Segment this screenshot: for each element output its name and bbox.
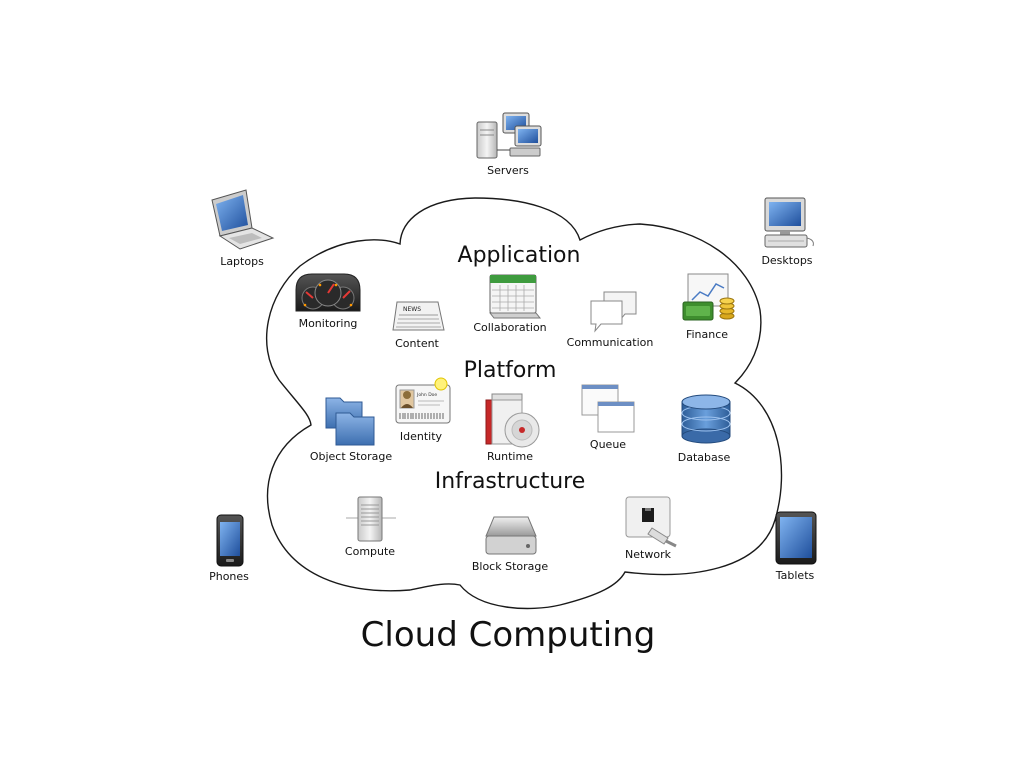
network-port-icon [625,496,677,548]
finance-label: Finance [686,328,728,341]
laptops-label: Laptops [220,255,264,268]
phones-label: Phones [209,570,249,583]
compute-server-icon [346,496,396,542]
object-storage-folder-icon [325,397,375,446]
collaboration-calendar-icon [488,274,542,319]
phone-icon [216,514,244,567]
desktops-label: Desktops [761,254,812,267]
queue-windows-icon [581,384,635,433]
infrastructure-layer-heading: Infrastructure [435,469,586,494]
content-newspaper-icon: NEWS [392,301,445,331]
platform-layer-heading: Platform [464,358,557,383]
identity-card-icon: John Doe [395,377,451,424]
diagram-title: Cloud Computing [361,615,656,655]
database-label: Database [678,451,731,464]
network-label: Network [625,548,672,561]
tablet-icon [775,511,817,565]
queue-label: Queue [590,438,626,451]
application-layer-heading: Application [458,243,581,268]
communication-bubbles-icon [590,291,637,333]
block-storage-label: Block Storage [472,560,549,573]
identity-card-name: John Doe [416,392,437,398]
laptop-icon [211,189,275,250]
servers-icon [476,112,542,159]
tablets-label: Tablets [775,569,815,582]
identity-label: Identity [400,430,443,443]
monitoring-label: Monitoring [299,317,358,330]
runtime-label: Runtime [487,450,533,463]
newspaper-masthead: NEWS [403,306,421,313]
runtime-icon [485,393,540,448]
collaboration-label: Collaboration [473,321,546,334]
finance-money-icon [682,273,735,321]
database-cylinder-icon [681,394,731,444]
desktop-icon [764,197,814,248]
object-storage-label: Object Storage [310,450,393,463]
monitoring-gauge-icon [295,273,361,312]
servers-label: Servers [487,164,529,177]
compute-label: Compute [345,545,395,558]
block-storage-drive-icon [485,516,537,555]
content-label: Content [395,337,439,350]
communication-label: Communication [567,336,654,349]
